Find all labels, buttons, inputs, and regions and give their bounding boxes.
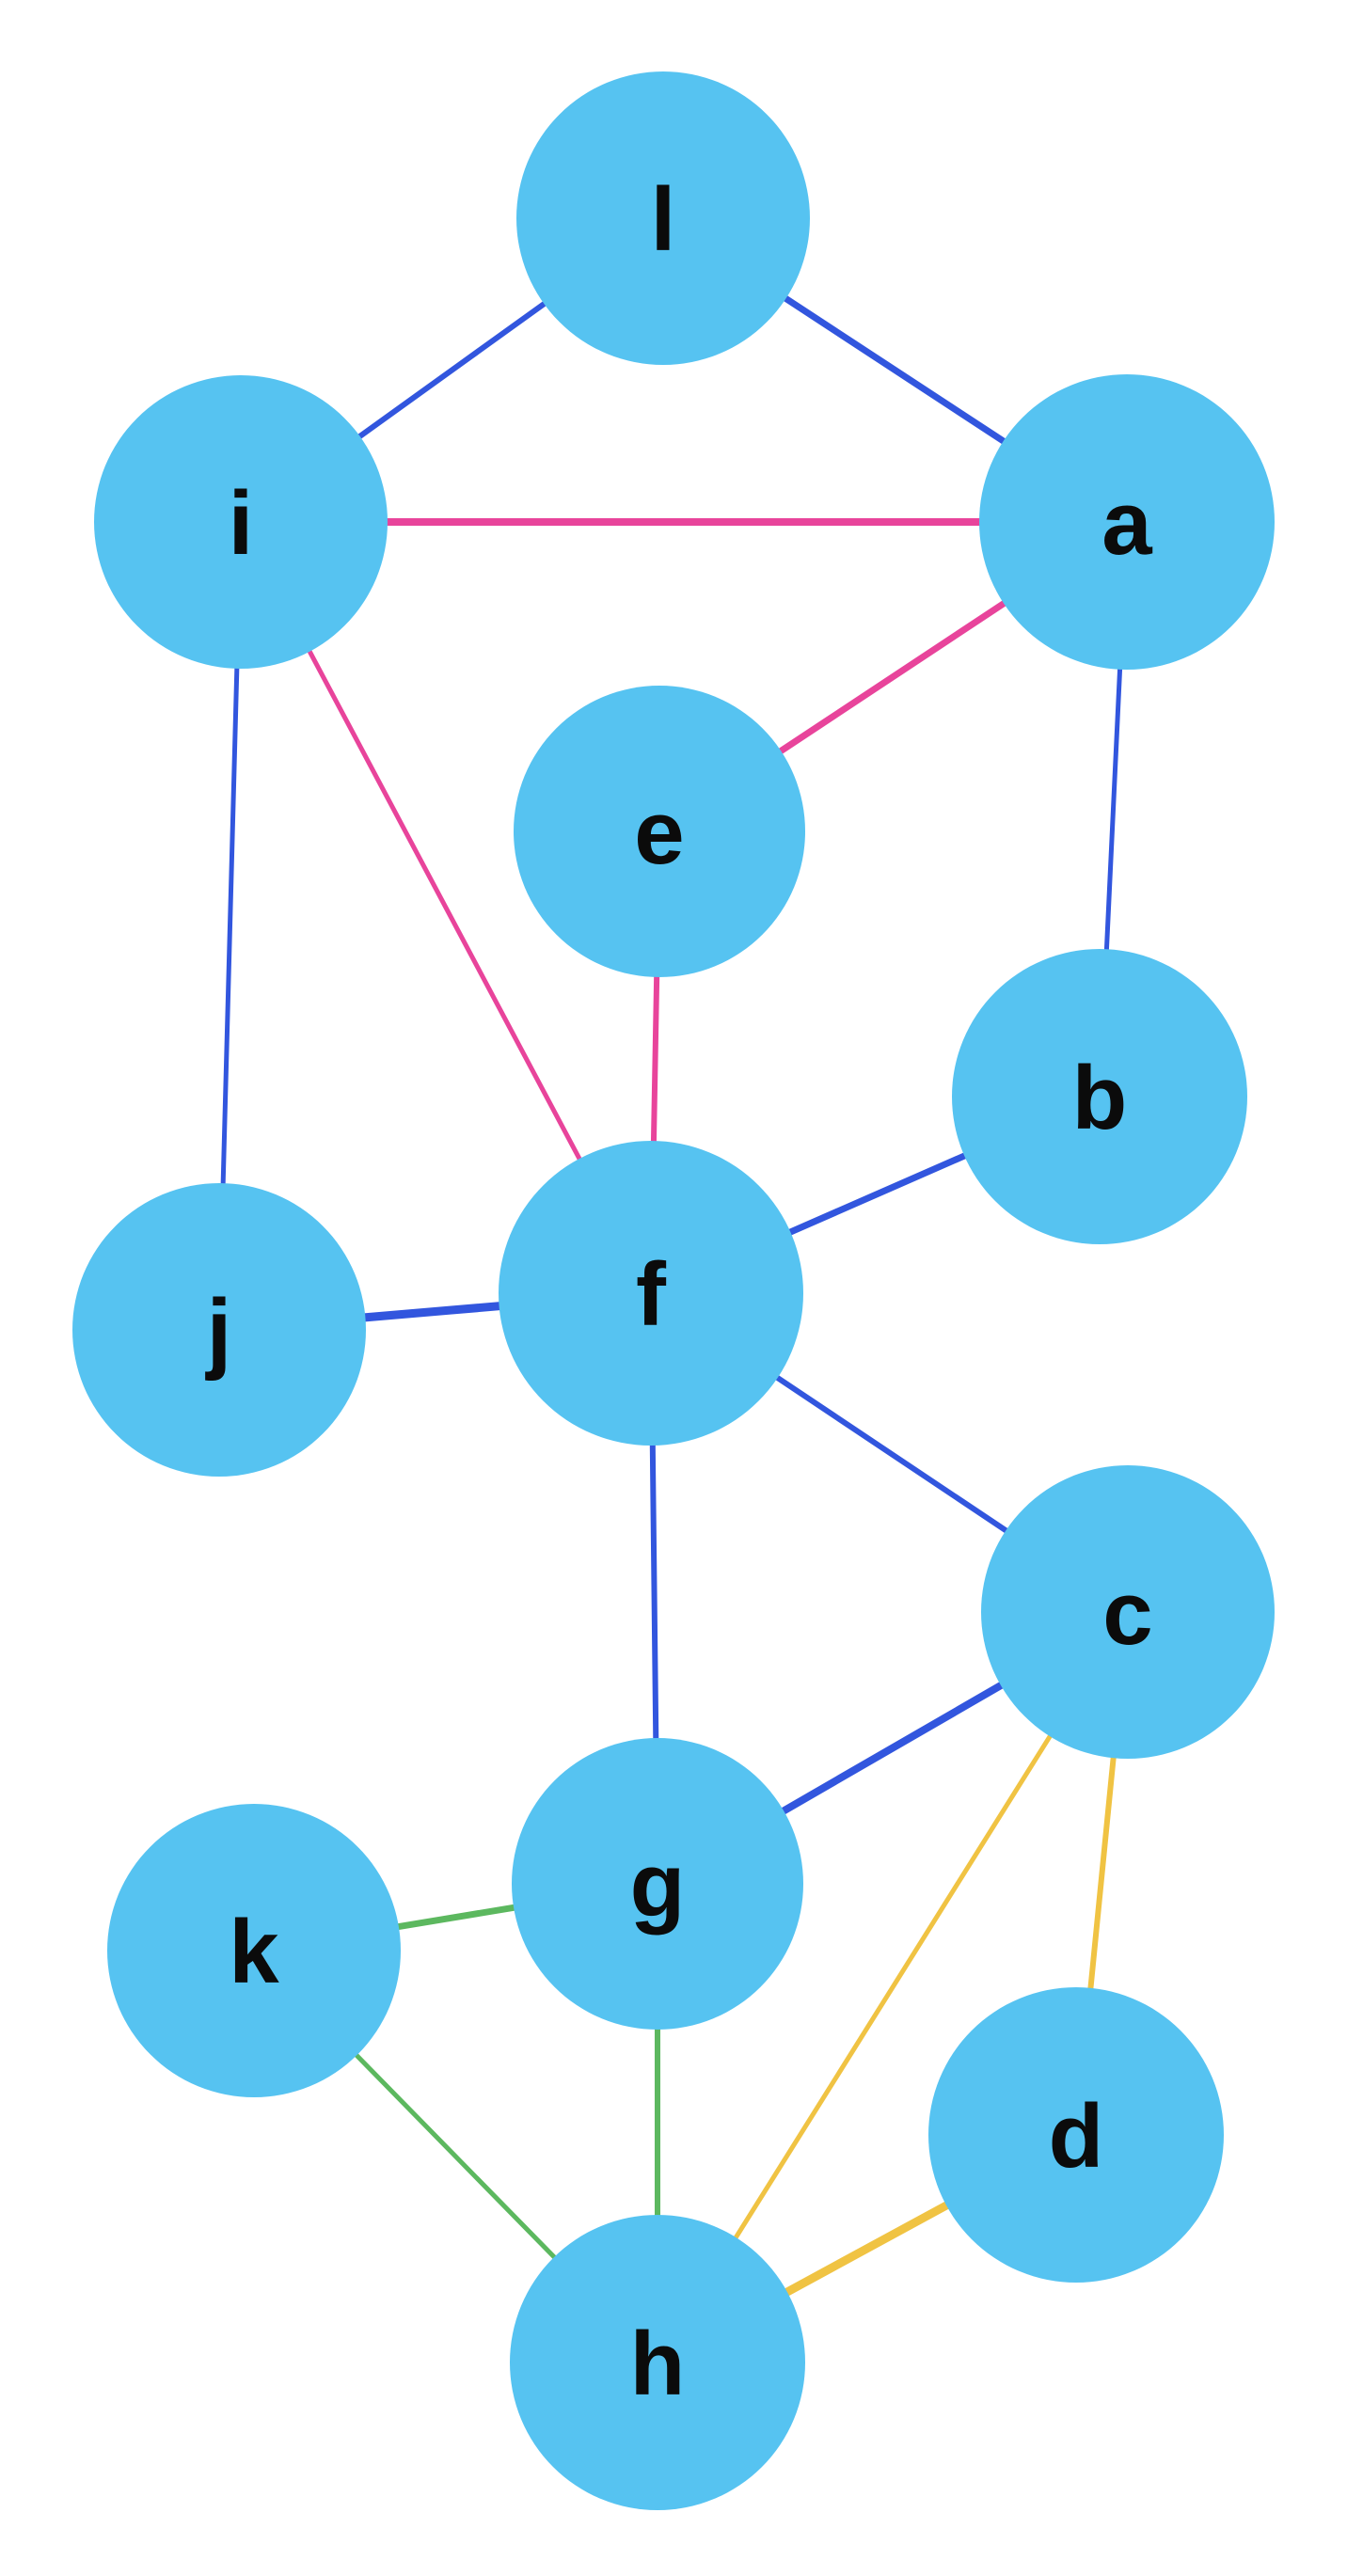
- node-circle-l[interactable]: [516, 71, 810, 365]
- node-circle-i[interactable]: [94, 375, 388, 669]
- node-i[interactable]: i: [94, 375, 388, 669]
- node-circle-j[interactable]: [72, 1183, 366, 1477]
- node-a[interactable]: a: [979, 374, 1275, 670]
- node-circle-h[interactable]: [510, 2215, 805, 2510]
- node-j[interactable]: j: [72, 1183, 366, 1477]
- node-circle-g[interactable]: [512, 1738, 803, 2030]
- node-f[interactable]: f: [499, 1141, 803, 1446]
- node-g[interactable]: g: [512, 1738, 803, 2030]
- node-e[interactable]: e: [514, 686, 805, 977]
- node-b[interactable]: b: [952, 949, 1247, 1244]
- node-circle-k[interactable]: [107, 1804, 401, 2097]
- node-k[interactable]: k: [107, 1804, 401, 2097]
- node-l[interactable]: l: [516, 71, 810, 365]
- node-circle-b[interactable]: [952, 949, 1247, 1244]
- node-circle-c[interactable]: [981, 1465, 1275, 1759]
- node-h[interactable]: h: [510, 2215, 805, 2510]
- node-d[interactable]: d: [928, 1987, 1224, 2283]
- node-c[interactable]: c: [981, 1465, 1275, 1759]
- node-circle-d[interactable]: [928, 1987, 1224, 2283]
- node-circle-e[interactable]: [514, 686, 805, 977]
- node-circle-a[interactable]: [979, 374, 1275, 670]
- node-circle-f[interactable]: [499, 1141, 803, 1446]
